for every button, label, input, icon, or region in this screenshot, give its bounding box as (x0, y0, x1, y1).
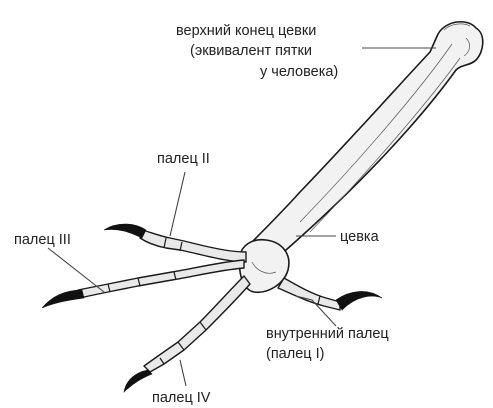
toe-i (278, 278, 382, 310)
leader-toe-iii (48, 248, 104, 292)
label-toe-iii: палец III (14, 232, 71, 248)
label-inner-toe-1: внутренний палец (266, 326, 389, 342)
label-toe-ii: палец II (157, 151, 210, 167)
labels: верхний конец цевки (эквивалент пятки у … (14, 23, 389, 406)
label-toe-iv-text: палец IV (152, 390, 211, 406)
label-tarsus: цевка (340, 229, 380, 245)
toe-ii-claw (104, 224, 146, 238)
leader-toe-ii (170, 172, 185, 236)
toe-iv-claw (124, 370, 152, 392)
toe-i-claw (336, 291, 382, 310)
label-upper-end-1: верхний конец цевки (176, 23, 316, 39)
toe-iv (124, 276, 250, 392)
label-inner-toe-2: (палец I) (266, 346, 324, 362)
toe-ii (104, 224, 246, 262)
leader-toe-iv (180, 360, 186, 386)
label-upper-end-2: (эквивалент пятки (190, 43, 312, 59)
label-upper-end-3: у человека) (260, 64, 338, 80)
toe-iii-claw (42, 290, 84, 308)
